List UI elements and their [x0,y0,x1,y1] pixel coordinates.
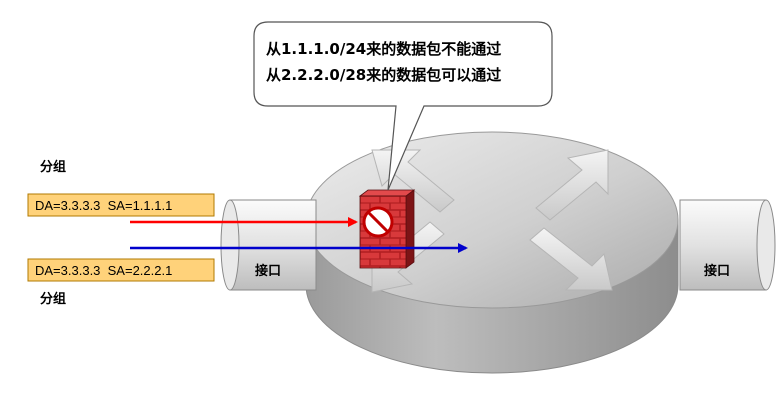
packet-2-text: DA=3.3.3.3 SA=2.2.2.1 [35,263,172,278]
left-interface-label: 接口 [255,263,281,279]
packet-1-box [27,193,215,217]
right-interface: 接口 [679,199,776,291]
packet-2-box [27,258,215,282]
packet-1-group-label: 分组 [40,159,66,175]
callout-line-1: 从1.1.1.0/24来的数据包不能通过 [266,40,501,58]
callout-bubble [253,21,553,191]
packet-1: 分组 DA=3.3.3.3 SA=1.1.1.1 [27,159,215,217]
right-interface-label: 接口 [704,263,730,279]
left-interface: 接口 [220,199,317,291]
callout-line-2: 从2.2.2.0/28来的数据包可以通过 [266,66,501,84]
packet-2-group-label: 分组 [40,291,66,307]
acl-callout: 从1.1.1.0/24来的数据包不能通过 从2.2.2.0/28来的数据包可以通… [253,21,553,191]
packet-2: DA=3.3.3.3 SA=2.2.2.1 分组 [27,258,215,307]
packet-1-text: DA=3.3.3.3 SA=1.1.1.1 [35,198,172,213]
no-entry-icon [362,206,394,238]
